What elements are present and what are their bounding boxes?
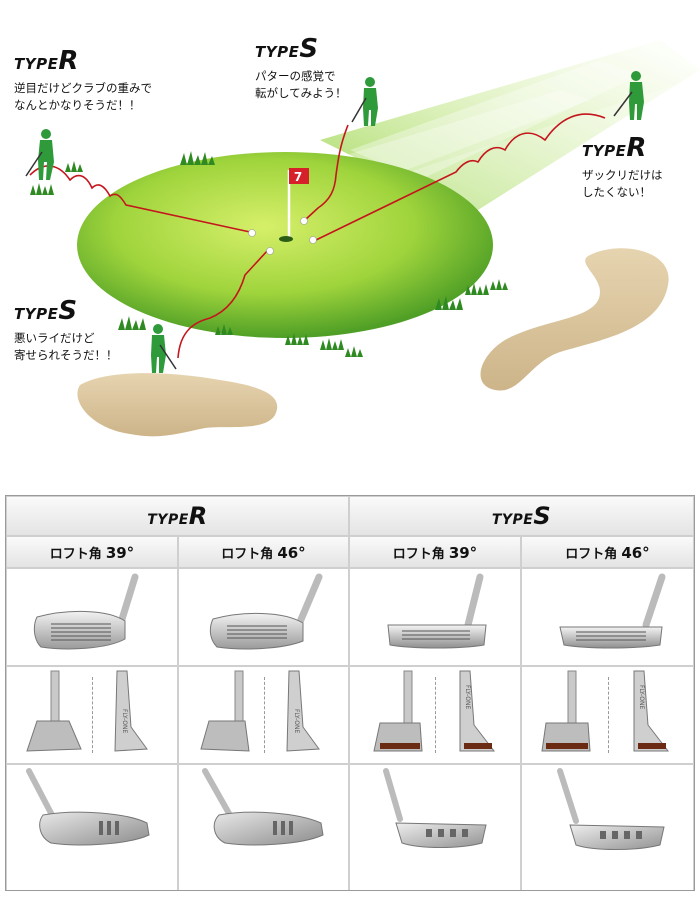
putting-green — [77, 152, 493, 338]
iron-sole-image — [26, 768, 150, 846]
sole-view-s-39 — [350, 765, 520, 890]
bunker-right — [480, 248, 669, 391]
grass-tufts — [30, 151, 508, 357]
callout-type-label: TYPER — [582, 133, 647, 163]
divider — [435, 677, 436, 753]
chipper-face-image — [559, 573, 666, 649]
shaft-brand-text: FLY-ONE — [464, 685, 471, 709]
callout-type-s-top: TYPES パターの感覚で 転がしてみよう！ — [255, 36, 347, 101]
sole-view-s-46 — [522, 765, 693, 890]
divider — [607, 677, 609, 753]
callout-text: したくない！ — [582, 184, 651, 199]
callout-text: 逆目だけどクラブの重みで — [14, 81, 152, 95]
side-view-s-46: FLY-ONE — [522, 667, 693, 763]
sole-view-r-39 — [7, 765, 177, 890]
chipper-sole-image — [383, 768, 487, 848]
face-view-r-46 — [179, 569, 348, 665]
flag: 7 — [279, 168, 309, 242]
divider — [92, 677, 93, 753]
shot-paths — [29, 113, 606, 359]
side-view-r-39: FLY-ONE — [7, 667, 177, 763]
course-illustration: 7 — [14, 36, 700, 437]
iron-side-image: FLY-ONE — [200, 670, 320, 752]
iron-face-image — [33, 573, 139, 650]
callout-text: 転がしてみよう！ — [255, 85, 347, 100]
chipper-face-image — [387, 573, 487, 649]
iron-face-image — [209, 573, 323, 650]
iron-sole-image — [202, 768, 324, 846]
balls — [248, 217, 317, 255]
callout-text: なんとかなりそうだ！！ — [14, 97, 141, 112]
shaft-brand-text: FLY-ONE — [121, 709, 128, 733]
side-view-s-39: FLY-ONE — [350, 667, 520, 763]
shaft-brand-text: FLY-ONE — [638, 685, 645, 709]
callout-type-r-right: TYPER ザックリだけは したくない！ — [582, 135, 663, 200]
callout-type-label: TYPES — [255, 34, 319, 64]
group-header-type-r: TYPER — [7, 497, 348, 535]
group-header-type-s: TYPES — [350, 497, 693, 535]
callout-text: ザックリだけは — [582, 168, 663, 182]
chipper-sole-image — [557, 768, 665, 850]
chipper-side-image: FLY-ONE — [373, 670, 496, 752]
fairway-streaks — [320, 40, 700, 215]
callout-type-s-left: TYPES 悪いライだけど 寄せられそうだ！！ — [14, 298, 118, 363]
face-view-r-39 — [7, 569, 177, 665]
callout-text: パターの感覚で — [255, 69, 336, 83]
course-svg: 7 — [25, 40, 700, 437]
sole-view-r-46 — [179, 765, 348, 890]
face-view-s-39 — [350, 569, 520, 665]
callout-text: 悪いライだけど — [14, 331, 95, 345]
callout-text: 寄せられそうだ！！ — [14, 347, 118, 362]
callout-type-label: TYPES — [14, 296, 78, 326]
callout-type-label: TYPER — [14, 46, 79, 76]
face-view-s-46 — [522, 569, 693, 665]
divider — [263, 677, 265, 753]
chipper-side-image: FLY-ONE — [541, 670, 670, 752]
golfers — [25, 71, 644, 373]
bunker-left — [77, 373, 278, 437]
callout-type-r-left: TYPER 逆目だけどクラブの重みで なんとかなりそうだ！！ — [14, 48, 152, 113]
side-view-r-46: FLY-ONE — [179, 667, 348, 763]
iron-side-image: FLY-ONE — [26, 670, 148, 752]
flag-number: 7 — [294, 170, 302, 184]
shaft-brand-text: FLY-ONE — [293, 709, 300, 733]
